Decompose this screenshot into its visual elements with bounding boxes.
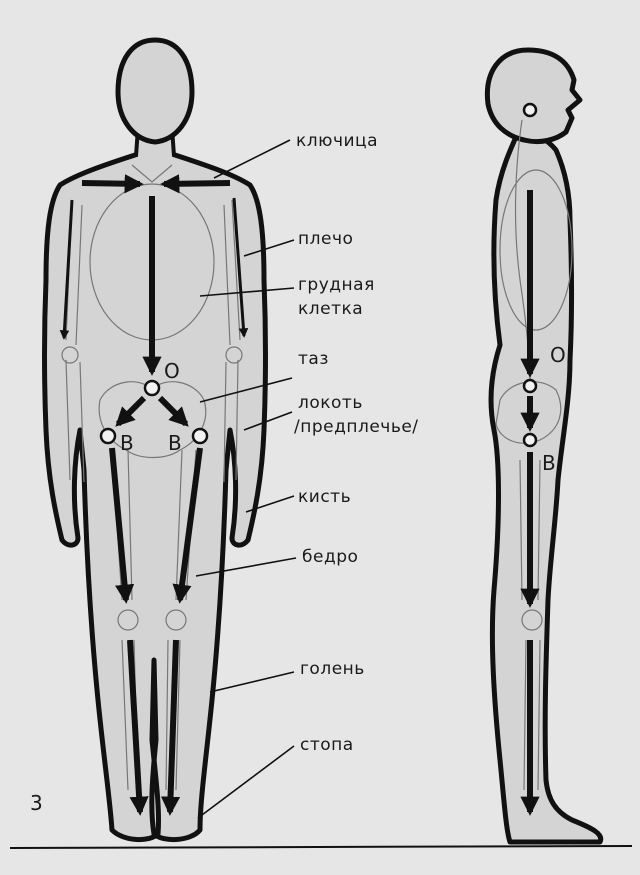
label-clavicle: ключица (296, 131, 378, 151)
front-joint-center (145, 381, 159, 395)
front-joint-label-hip-right: В (168, 431, 182, 455)
front-joint-label-hip-left: В (120, 431, 134, 455)
front-joint-label-center: О (164, 359, 180, 383)
side-head (487, 50, 580, 142)
side-body-silhouette (491, 128, 601, 842)
leader-foot (198, 746, 294, 818)
front-head (118, 40, 192, 142)
front-arrow-clavicle-left (82, 183, 140, 184)
label-pelvis: таз (298, 349, 329, 369)
front-figure: О В В (45, 40, 266, 840)
label-thigh: бедро (302, 547, 358, 567)
label-hand: кисть (298, 487, 351, 507)
side-joint-label-hip: В (542, 451, 556, 475)
front-arrow-clavicle-right (164, 183, 230, 184)
label-elbow-line1: локоть (298, 393, 363, 413)
label-shin: голень (300, 659, 365, 679)
side-joint-neck (524, 104, 536, 116)
ground-line (10, 846, 632, 848)
label-foot: стопа (300, 735, 354, 755)
side-joint-hip (524, 434, 536, 446)
label-shoulder: плечо (298, 229, 353, 249)
front-joint-hip-right (193, 429, 207, 443)
side-joint-label-center: О (550, 343, 566, 367)
label-ribcage-line2: клетка (298, 299, 363, 319)
page-number: 3 (30, 791, 43, 815)
side-joint-center (524, 380, 536, 392)
label-elbow-line2: /предплечье/ (294, 417, 419, 437)
side-figure: О В (487, 50, 600, 842)
leader-clavicle (214, 140, 290, 178)
label-ribcage-line1: грудная (298, 275, 375, 295)
front-joint-hip-left (101, 429, 115, 443)
leader-shin (210, 672, 294, 692)
